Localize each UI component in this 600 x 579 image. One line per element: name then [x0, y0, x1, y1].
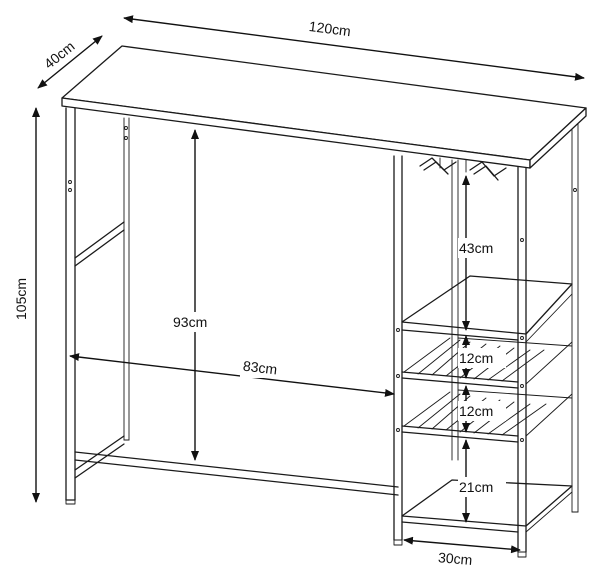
shelf-front-right-post [517, 159, 527, 558]
bottom-shelf [401, 479, 573, 533]
shelf-unit-width-label: 30cm [437, 549, 472, 568]
table-frame [61, 45, 587, 558]
wine-rack-1 [401, 337, 573, 389]
depth-arrow [37, 35, 103, 89]
shelf-unit-width-arrow [403, 536, 521, 554]
width-label: 120cm [308, 18, 352, 39]
inner-height-label: 93cm [173, 314, 207, 330]
shelf-back-left-post [451, 159, 459, 461]
back-left-leg [123, 117, 130, 441]
shelf-front-left-post [393, 155, 403, 546]
glass-holder-rails [419, 157, 507, 181]
dimension-labels: 120cm 40cm 105cm 93cm 83cm 43cm 12cm 12c… [13, 18, 506, 568]
inner-width-label: 83cm [242, 358, 278, 378]
shelf-gap-top-label: 43cm [459, 240, 493, 256]
width-arrow [123, 15, 585, 81]
leg-holes [68, 126, 577, 442]
inner-width-arrow [69, 353, 395, 397]
depth-label: 40cm [41, 38, 78, 72]
height-label: 105cm [13, 278, 29, 320]
tabletop [61, 45, 587, 169]
left-side-bars [74, 221, 125, 479]
back-right-leg [571, 117, 579, 513]
shelf-gap-bottom-label: 21cm [459, 479, 493, 495]
bottom-stretcher [74, 451, 399, 496]
front-left-leg [65, 107, 76, 505]
rack-gap-2-label: 12cm [459, 403, 493, 419]
rack-gap-1-label: 12cm [459, 350, 493, 366]
upper-shelf [401, 275, 573, 343]
